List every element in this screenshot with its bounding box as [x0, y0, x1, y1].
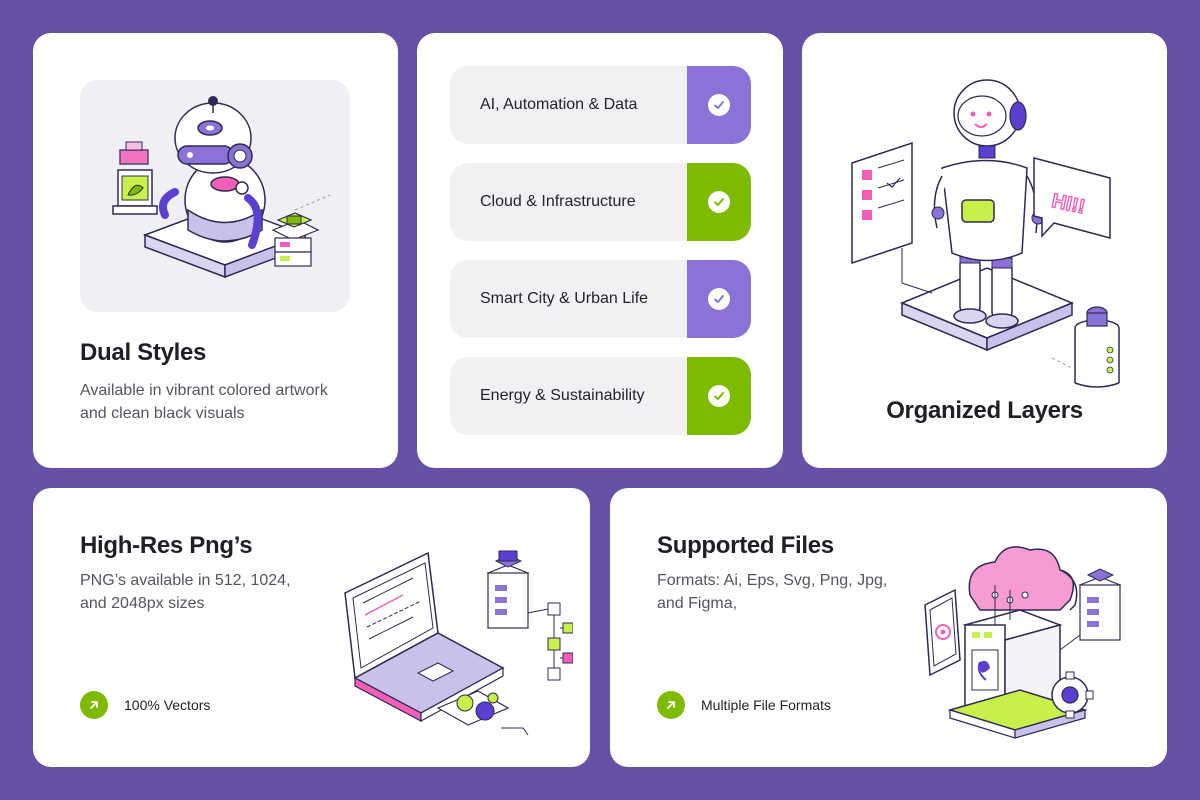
- arrow-up-right-icon: [90, 701, 98, 709]
- check-icon: [714, 295, 724, 303]
- topic-label: Energy & Sustainability: [480, 387, 645, 404]
- supported-files-desc-line1: Formats: Ai, Eps, Svg, Png, Jpg,: [657, 572, 888, 589]
- supported-files-description: Formats: Ai, Eps, Svg, Png, Jpg, and Fig…: [657, 569, 887, 615]
- topic-item-cloud[interactable]: Cloud & Infrastructure: [450, 163, 751, 241]
- check-icon: [714, 101, 724, 109]
- check-icon: [714, 198, 724, 206]
- supported-files-card: Supported Files Formats: Ai, Eps, Svg, P…: [610, 488, 1167, 767]
- robot-icon: [112, 96, 331, 279]
- robot-illustration-frame: [80, 80, 350, 312]
- dual-styles-description: Available in vibrant colored artwork and…: [80, 379, 328, 425]
- laptop-server-icon: [344, 550, 573, 736]
- high-res-desc-line2: and 2048px sizes: [80, 595, 205, 612]
- topic-item-energy[interactable]: Energy & Sustainability: [450, 357, 751, 435]
- high-res-description: PNG’s available in 512, 1024, and 2048px…: [80, 569, 291, 615]
- topic-label: AI, Automation & Data: [480, 96, 638, 113]
- supported-files-desc-line2: and Figma,: [657, 595, 738, 612]
- vectors-badge-label: 100% Vectors: [124, 697, 211, 713]
- high-res-desc-line1: PNG’s available in 512, 1024,: [80, 572, 291, 589]
- organized-layers-card: HI!! Organized Layers: [802, 33, 1167, 468]
- dual-styles-title: Dual Styles: [80, 339, 207, 366]
- vectors-badge[interactable]: [80, 691, 108, 719]
- topic-check-badge: [687, 66, 751, 144]
- robot-greeting-icon: HI!!: [851, 79, 1120, 388]
- dual-styles-desc-line1: Available in vibrant colored artwork: [80, 382, 328, 399]
- file-formats-badge[interactable]: [657, 691, 685, 719]
- topic-check-badge: [687, 357, 751, 435]
- high-res-card: High-Res Png’s PNG’s available in 512, 1…: [33, 488, 590, 767]
- dual-styles-desc-line2: and clean black visuals: [80, 405, 245, 422]
- dual-styles-card: Dual Styles Available in vibrant colored…: [33, 33, 398, 468]
- supported-files-title: Supported Files: [657, 532, 834, 559]
- topic-check-badge: [687, 163, 751, 241]
- topic-item-ai[interactable]: AI, Automation & Data: [450, 66, 751, 144]
- high-res-title: High-Res Png’s: [80, 532, 253, 559]
- topic-label: Cloud & Infrastructure: [480, 193, 636, 210]
- topic-check-badge: [687, 260, 751, 338]
- topic-label: Smart City & Urban Life: [480, 290, 649, 307]
- organized-layers-title: Organized Layers: [886, 397, 1083, 424]
- arrow-up-right-icon: [667, 701, 675, 709]
- check-icon: [714, 392, 724, 400]
- topic-item-smart-city[interactable]: Smart City & Urban Life: [450, 260, 751, 338]
- file-formats-badge-label: Multiple File Formats: [701, 697, 831, 713]
- cloud-server-icon: [924, 546, 1122, 739]
- topics-card: AI, Automation & Data Cloud & Infrastruc…: [417, 33, 783, 468]
